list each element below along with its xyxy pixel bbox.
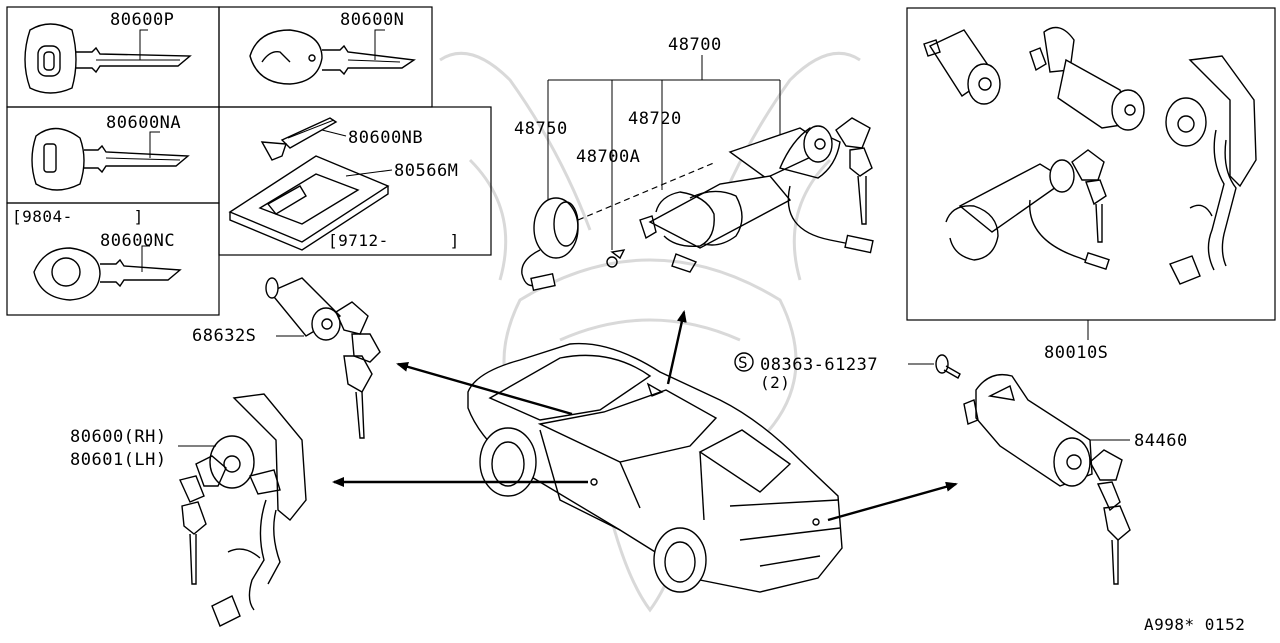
key-80600nc bbox=[33, 245, 182, 301]
vehicle-body bbox=[467, 342, 843, 593]
lock-set-panel bbox=[906, 7, 1276, 321]
label-date-9804: [9804- ] bbox=[12, 207, 144, 226]
key-80600n bbox=[249, 29, 416, 85]
steering-lock-cylinder bbox=[606, 117, 874, 273]
bolt-callout bbox=[734, 352, 934, 372]
label-80600p: 80600P bbox=[110, 10, 174, 30]
label-48700a: 48700A bbox=[576, 147, 640, 167]
label-bolt-qty: (2) bbox=[760, 373, 790, 392]
label-80600n: 80600N bbox=[340, 10, 404, 30]
label-68632s: 68632S bbox=[192, 326, 256, 346]
ignition-switch bbox=[521, 161, 717, 291]
bolt-symbol: S bbox=[738, 353, 748, 372]
label-08363-61237: 08363-61237 bbox=[760, 355, 878, 375]
label-84460: 84460 bbox=[1134, 431, 1188, 451]
label-80600nb: 80600NB bbox=[348, 128, 423, 148]
label-80601-lh: 80601(LH) bbox=[70, 450, 167, 470]
label-date-9712: [9712- ] bbox=[328, 231, 460, 250]
label-80566m: 80566M bbox=[394, 161, 458, 181]
label-80600-rh: 80600(RH) bbox=[70, 427, 167, 447]
label-80010s: 80010S bbox=[1044, 343, 1108, 363]
label-48720: 48720 bbox=[628, 109, 682, 129]
trunk-lock-cylinder bbox=[963, 373, 1131, 585]
lock-set-parts bbox=[923, 26, 1257, 285]
bolt bbox=[935, 354, 961, 379]
key-holder-80566m bbox=[228, 155, 393, 251]
key-80600nb bbox=[260, 117, 347, 161]
ignition-leaders bbox=[547, 55, 781, 250]
key-80600p bbox=[24, 23, 192, 94]
label-80600na: 80600NA bbox=[106, 113, 181, 133]
keys-panel bbox=[6, 6, 492, 316]
label-48750: 48750 bbox=[514, 119, 568, 139]
label-80600nc: 80600NC bbox=[100, 231, 175, 251]
label-48700: 48700 bbox=[668, 35, 722, 55]
figure-code: A998* 0152 bbox=[1144, 615, 1245, 634]
glove-box-lock bbox=[265, 277, 381, 439]
door-lock-cylinder bbox=[179, 393, 307, 627]
location-arrows bbox=[332, 310, 958, 522]
key-80600na bbox=[31, 127, 190, 191]
